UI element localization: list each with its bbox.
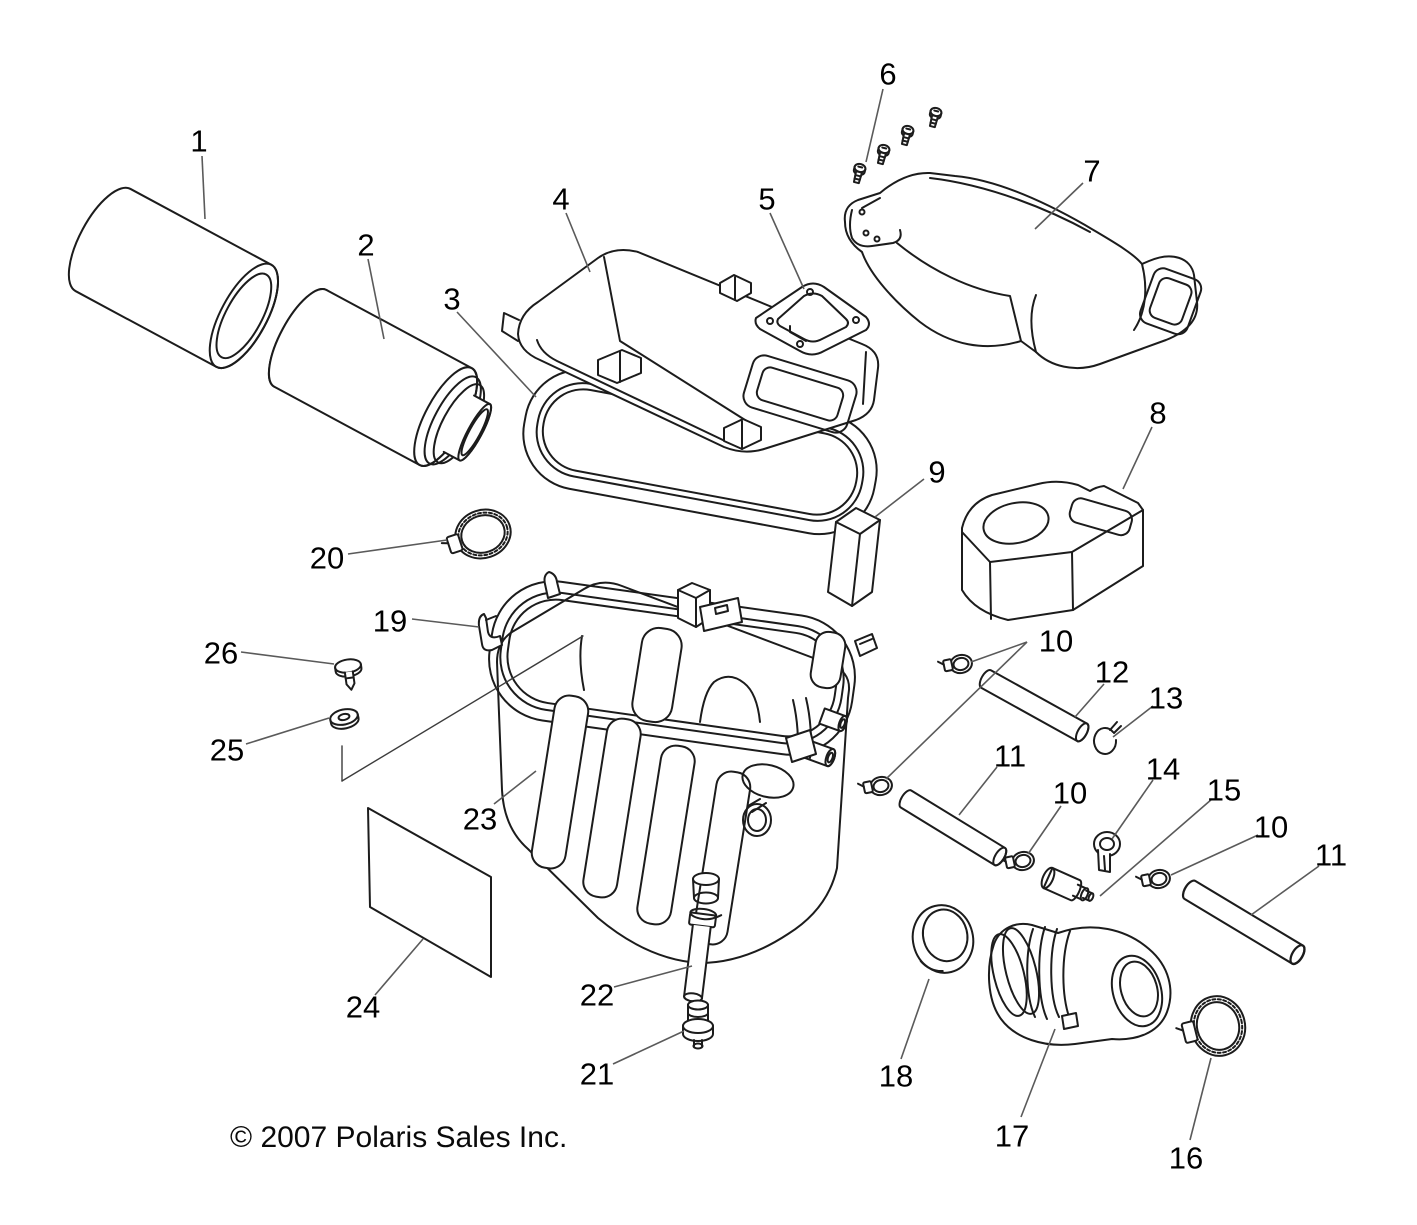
leader-line-airbox-body <box>493 770 537 805</box>
part-hose-clamp-large <box>1175 995 1247 1057</box>
leader-line-clamp-bracket <box>1111 779 1154 840</box>
part-air-filter-element <box>267 288 493 467</box>
part-intake-duct <box>843 171 1203 369</box>
part-foam-sheet <box>367 807 492 978</box>
leader-line-boot-sleeve <box>900 978 930 1060</box>
callout-6-screws: 6 <box>879 57 896 92</box>
callout-16-hose-clamp-large: 16 <box>1169 1141 1203 1176</box>
leader-line-hose-clamp-large <box>1189 1057 1212 1141</box>
part-boot-sleeve <box>911 904 975 974</box>
copyright-text: © 2007 Polaris Sales Inc. <box>230 1121 567 1154</box>
leader-line-foam-baffle <box>1122 426 1153 490</box>
callout-24-foam-sheet: 24 <box>346 990 380 1025</box>
part-airbox-cover <box>501 249 880 453</box>
leader-line-hose-clamp-medium <box>347 539 448 555</box>
part-intake-boot <box>988 923 1172 1046</box>
callout-10-hose-clamp: 10 <box>1254 810 1288 845</box>
part-airbox-body <box>477 571 878 964</box>
leader-line-washer <box>245 717 330 745</box>
part-drain-tube <box>683 907 723 1003</box>
leader-line-drain-fitting <box>612 1030 685 1065</box>
callout-15-drain-valve: 15 <box>1207 773 1241 808</box>
callout-10-hose-clamp: 10 <box>1053 776 1087 811</box>
leader-line-intake-boot <box>1020 1028 1056 1118</box>
leader-line-air-filter-element <box>367 258 385 340</box>
leader-line-airbox-cover <box>565 212 591 273</box>
part-clip <box>1093 721 1122 755</box>
leader-line-drain-tube <box>613 965 693 988</box>
leader-line-airbox-seal <box>456 311 537 398</box>
callout-25-washer: 25 <box>210 733 244 768</box>
part-washer <box>329 708 360 730</box>
leader-line-screws <box>865 88 884 163</box>
leader-line-cover-latch <box>411 618 480 628</box>
callout-23-airbox-body: 23 <box>463 802 497 837</box>
callout-22-drain-tube: 22 <box>580 978 614 1013</box>
callout-21-drain-fitting: 21 <box>580 1057 614 1092</box>
callout-5-cover-bracket: 5 <box>758 182 775 217</box>
assembly-axis-line <box>341 635 584 782</box>
leader-line-cover-bracket <box>769 212 805 290</box>
part-hose-clamp-medium <box>440 508 512 560</box>
part-cover-bracket <box>754 282 870 356</box>
callout-14-clamp-bracket: 14 <box>1146 752 1180 787</box>
leader-line-foam-block <box>874 478 925 518</box>
leader-line-clip <box>1112 705 1154 738</box>
callout-26-push-rivet: 26 <box>204 636 238 671</box>
leader-line-vent-tube <box>1074 683 1105 718</box>
leader-line-vent-hose <box>958 766 998 816</box>
part-clamp-bracket <box>1093 831 1121 873</box>
callout-20-hose-clamp-medium: 20 <box>310 541 344 576</box>
leader-line-hose-clamp <box>1170 834 1259 876</box>
leader-line-vent-hose <box>1250 865 1320 916</box>
callout-11-vent-hose: 11 <box>1315 838 1347 873</box>
part-drain-fitting <box>682 999 714 1050</box>
part-air-filter-outer <box>67 186 280 370</box>
leader-lines <box>201 88 1320 1141</box>
callout-18-boot-sleeve: 18 <box>879 1059 913 1094</box>
callout-2-air-filter-element: 2 <box>357 228 374 263</box>
callout-17-intake-boot: 17 <box>995 1119 1029 1154</box>
leader-line-hose-clamp <box>970 641 1028 663</box>
part-cover-latch <box>477 571 561 652</box>
callout-12-vent-tube: 12 <box>1095 655 1129 690</box>
leader-line-foam-sheet <box>374 938 424 996</box>
callout-4-airbox-cover: 4 <box>552 182 569 217</box>
leader-line-hose-clamp <box>885 641 1028 780</box>
leader-line-hose-clamp <box>1027 805 1062 855</box>
part-push-rivet <box>334 658 363 691</box>
part-foam-block <box>827 507 881 607</box>
callout-7-intake-duct: 7 <box>1083 154 1100 189</box>
callout-19-cover-latch: 19 <box>373 604 407 639</box>
leader-line-push-rivet <box>240 651 335 665</box>
callout-1-air-filter-outer: 1 <box>190 124 207 159</box>
callout-3-airbox-seal: 3 <box>443 282 460 317</box>
part-foam-baffle <box>961 480 1144 621</box>
part-drain-valve <box>1040 866 1095 902</box>
leader-line-drain-valve <box>1099 798 1213 897</box>
leader-line-intake-duct <box>1034 182 1084 230</box>
assembly-axis-lines <box>341 635 584 782</box>
leader-line-air-filter-outer <box>201 155 206 220</box>
callout-13-clip: 13 <box>1149 681 1183 716</box>
callout-11-vent-hose: 11 <box>994 739 1026 774</box>
callout-10-hose-clamp: 10 <box>1039 624 1073 659</box>
callout-9-foam-block: 9 <box>928 455 945 490</box>
callout-8-foam-baffle: 8 <box>1149 396 1166 431</box>
